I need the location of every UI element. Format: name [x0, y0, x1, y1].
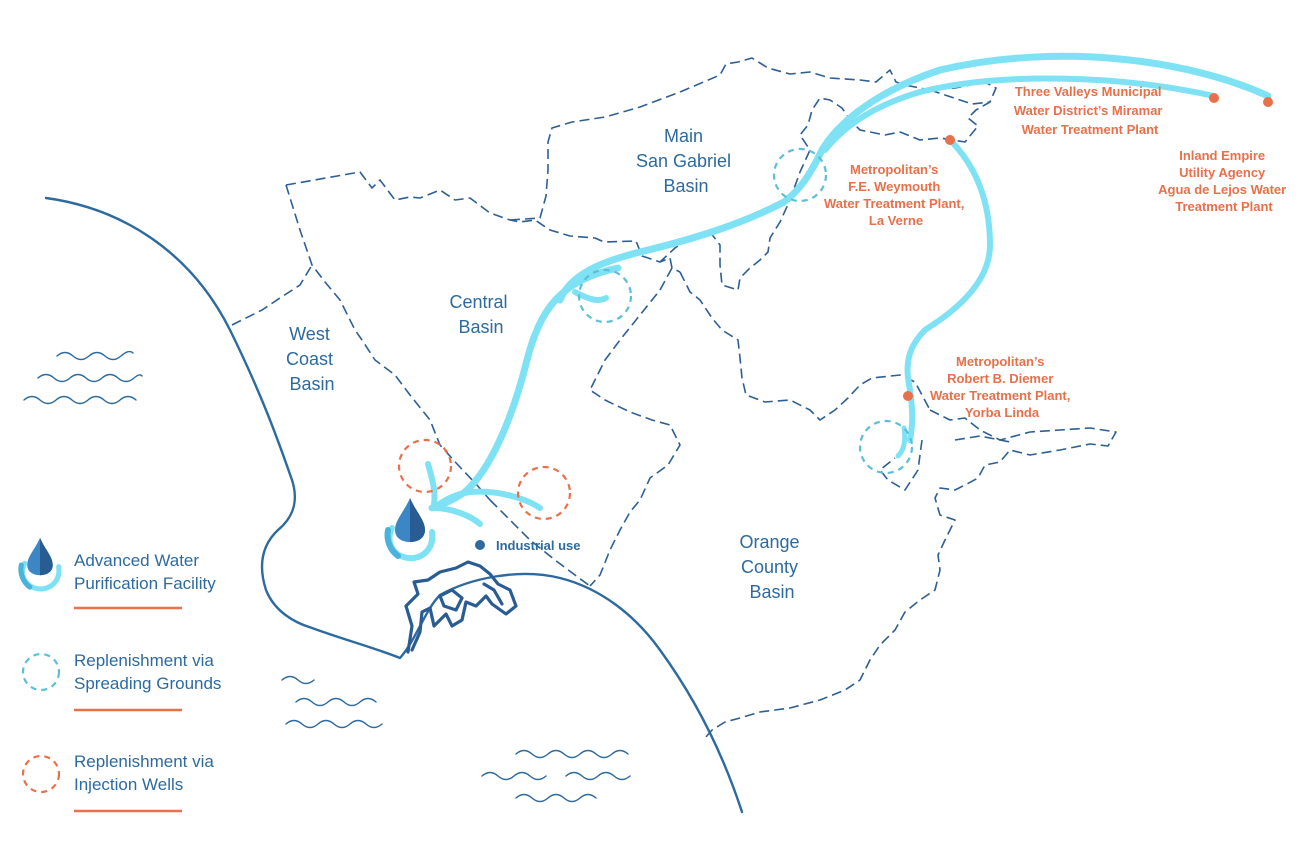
plant-marker-weymouth [945, 135, 955, 145]
water-flow-paths [425, 52, 1272, 527]
spreading-grounds-san-gabriel [772, 147, 828, 203]
ocean-waves [23, 350, 631, 803]
legend-item-spreading: Replenishment via Spreading Grounds [21, 651, 221, 712]
legend-label-facility: Advanced Water Purification Facility [74, 551, 216, 593]
dashed-circle-icon [21, 754, 61, 794]
coastline [44, 196, 744, 814]
industrial-use-label: Industrial use [496, 538, 581, 553]
plant-label-diemer: Metropolitan’s Robert B. Diemer Water Tr… [930, 354, 1074, 420]
spreading-grounds-orange [858, 419, 914, 475]
spreading-grounds-central [577, 268, 633, 324]
injection-wells-west [397, 438, 453, 494]
water-drop-recycle-icon [18, 537, 62, 592]
basin-boundaries [231, 57, 1117, 739]
legend-label-spreading: Replenishment via Spreading Grounds [74, 651, 221, 693]
plant-label-three-valleys: Three Valleys Municipal Water District’s… [1014, 84, 1166, 137]
basin-label-orange-county: Orange County Basin [739, 532, 804, 602]
dashed-circle-icon [21, 652, 61, 692]
basin-label-main-san-gabriel: Main San Gabriel Basin [636, 126, 736, 196]
legend-item-injection: Replenishment via Injection Wells [21, 752, 219, 813]
plant-marker-inland-empire [1263, 97, 1273, 107]
industrial-use-marker [475, 540, 485, 550]
injection-wells-east [516, 465, 572, 521]
legend-label-injection: Replenishment via Injection Wells [74, 752, 219, 794]
basin-label-central: Central Basin [449, 292, 512, 337]
plant-label-weymouth: Metropolitan’s F.E. Weymouth Water Treat… [824, 162, 968, 228]
plant-marker-three-valleys [1209, 93, 1219, 103]
basin-label-west-coast: West Coast Basin [286, 324, 338, 394]
legend: Advanced Water Purification Facility Rep… [18, 537, 221, 813]
legend-item-facility: Advanced Water Purification Facility [18, 537, 216, 610]
plant-marker-diemer [903, 391, 913, 401]
port-area [404, 560, 518, 654]
plant-label-inland-empire: Inland Empire Utility Agency Agua de Lej… [1158, 148, 1290, 214]
water-drop-recycle-icon [384, 498, 436, 562]
